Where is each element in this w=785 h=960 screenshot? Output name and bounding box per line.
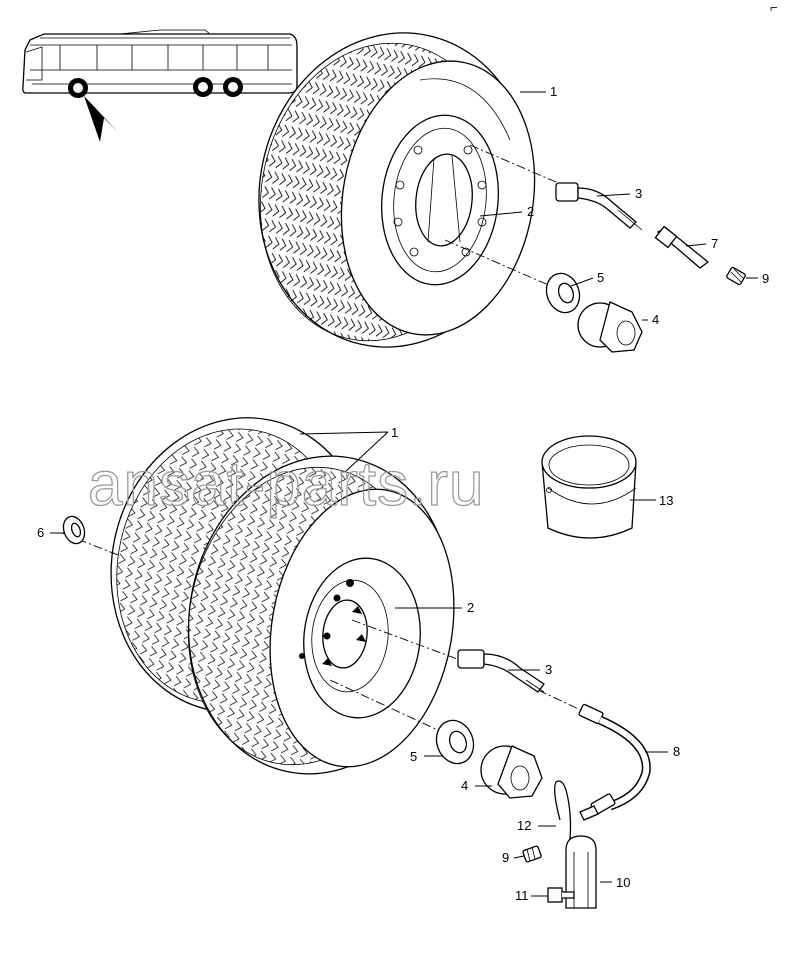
bottom-washer: [435, 719, 475, 765]
bottom-inner-washer: [62, 515, 86, 545]
callout-top-1: 1: [550, 84, 557, 99]
callout-bottom-5: 5: [410, 749, 417, 764]
top-valve: [555, 182, 643, 231]
callout-bottom-9: 9: [502, 850, 509, 865]
callout-bottom-1: 1: [391, 425, 398, 440]
callout-top-4: 4: [652, 312, 659, 327]
bottom-bracket: [565, 835, 597, 909]
top-washer: [545, 272, 581, 314]
bottom-cap: [522, 845, 542, 863]
callout-bottom-3: 3: [545, 662, 552, 677]
bottom-screw: [547, 887, 575, 903]
watermark-text: ansat-parts.ru: [88, 450, 485, 519]
bottom-rim: [299, 557, 421, 719]
callout-top-5: 5: [597, 270, 604, 285]
bottom-bucket: [541, 435, 637, 539]
bottom-valve: [457, 649, 545, 693]
callout-bottom-8: 8: [673, 744, 680, 759]
callout-bottom-6: 6: [37, 525, 44, 540]
callout-bottom-10: 10: [616, 875, 630, 890]
top-cap: [726, 266, 746, 286]
bottom-clip: [554, 780, 572, 841]
bottom-nut: [480, 745, 543, 799]
callout-bottom-12: 12: [517, 818, 531, 833]
corner-mark: ⌐: [770, 0, 778, 15]
bottom-callouts: 1 2 3 8 6 5 4 13 12 9 10 11: [37, 425, 680, 903]
callout-bottom-2: 2: [467, 600, 474, 615]
callout-bottom-13: 13: [659, 493, 673, 508]
top-extension: [654, 225, 710, 269]
callout-top-2: 2: [527, 204, 534, 219]
callout-top-9: 9: [762, 271, 769, 286]
bus-locator-icon: [22, 29, 298, 142]
top-callouts: 1 2 3 7 9 5 4: [479, 84, 769, 327]
callout-top-7: 7: [711, 236, 718, 251]
callout-bottom-11: 11: [515, 888, 529, 903]
bottom-hose: [578, 703, 651, 821]
bottom-wheel-assembly: [61, 417, 651, 909]
callout-bottom-4: 4: [461, 778, 468, 793]
top-rim: [380, 114, 500, 286]
top-nut: [577, 301, 643, 353]
callout-top-3: 3: [635, 186, 642, 201]
top-wheel-assembly: [258, 32, 746, 353]
